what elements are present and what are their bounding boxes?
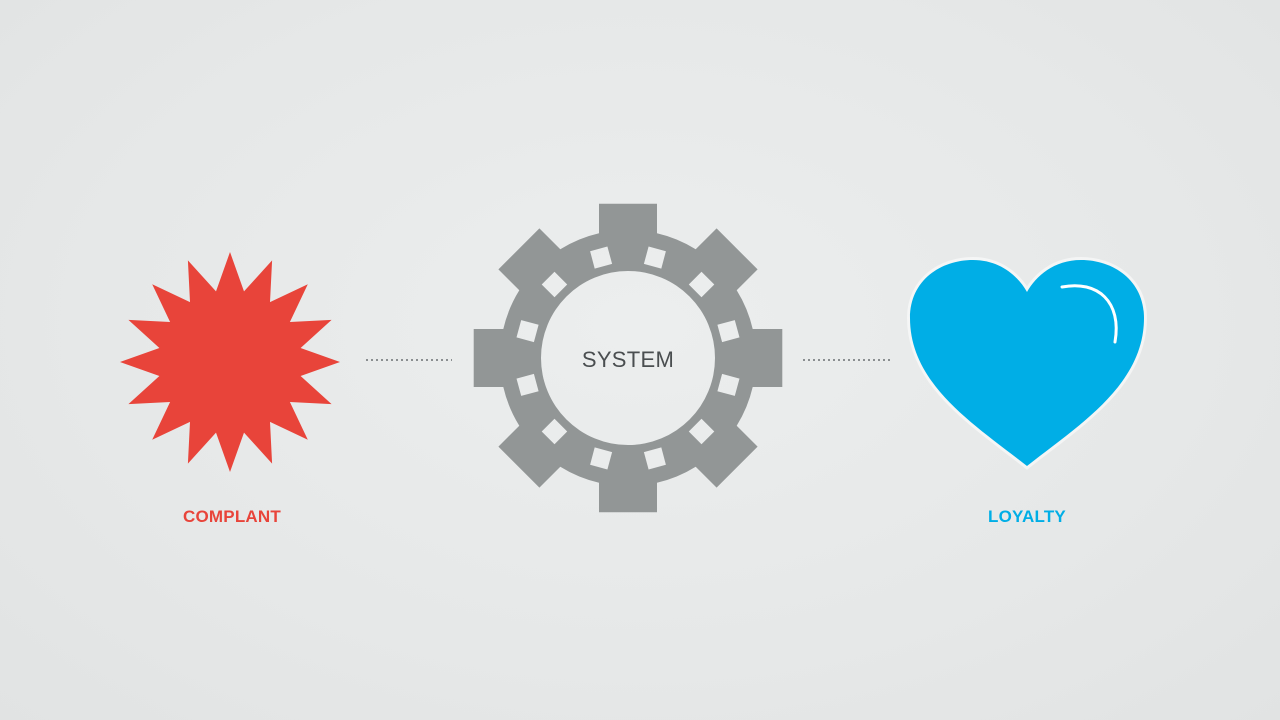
system-label: SYSTEM <box>582 347 674 372</box>
heart-icon <box>906 256 1148 470</box>
loyalty-label: LOYALTY <box>988 507 1066 526</box>
heart-highlight <box>1060 284 1118 344</box>
complaint-label: COMPLANT <box>183 507 281 526</box>
starburst-icon <box>120 252 340 472</box>
gear-icon <box>473 203 783 513</box>
